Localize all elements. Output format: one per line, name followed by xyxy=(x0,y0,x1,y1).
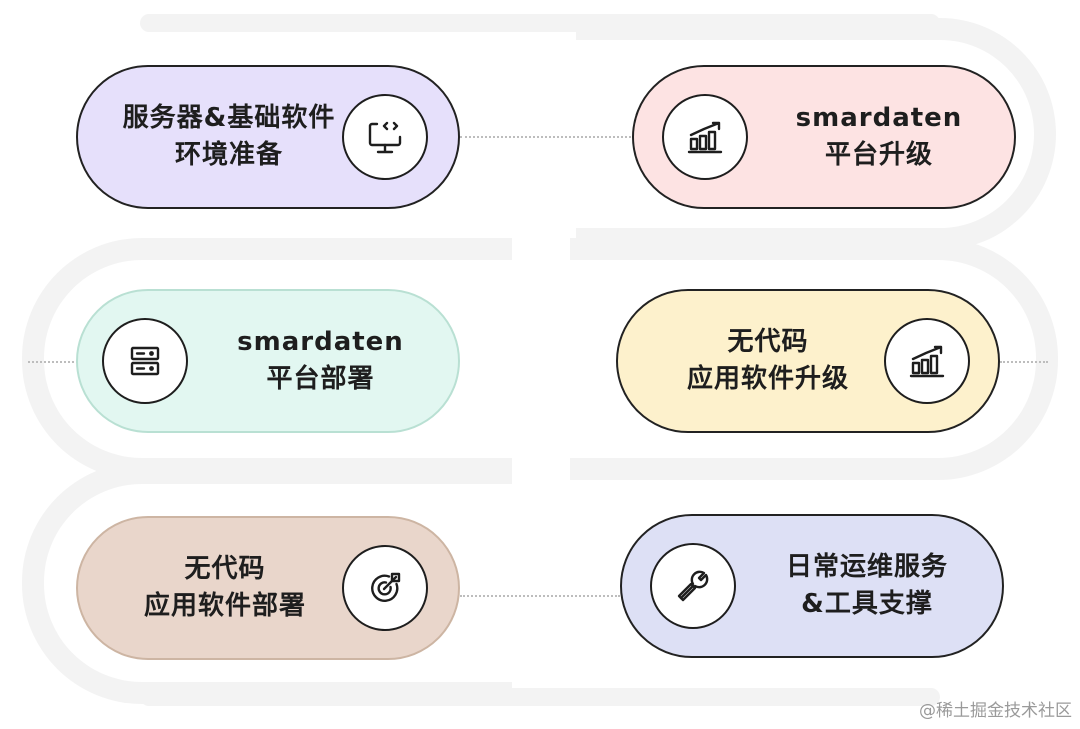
step-server-env-pill: 服务器&基础软件 环境准备 xyxy=(76,65,460,209)
watermark: @稀土掘金技术社区 xyxy=(919,701,1072,721)
bar-chart-up-icon xyxy=(884,318,970,404)
connector-3-4 xyxy=(1000,361,1048,363)
step-server-env-line1: 服务器&基础软件 xyxy=(122,103,336,134)
step-platform-deploy-label: smardaten 平台部署 xyxy=(203,291,438,431)
step-nocode-upgrade-label: 无代码 应用软件升级 xyxy=(648,291,888,431)
step-nocode-deploy-pill: 无代码 应用软件部署 xyxy=(76,516,460,660)
wrench-icon xyxy=(650,543,736,629)
step-nocode-deploy-label: 无代码 应用软件部署 xyxy=(100,518,350,658)
step-platform-upgrade-pill: smardaten 平台升级 xyxy=(632,65,1016,209)
bar-chart-up-icon xyxy=(662,94,748,180)
step-nocode-upgrade-pill: 无代码 应用软件升级 xyxy=(616,289,1000,433)
connector-2-3 xyxy=(28,361,78,363)
step-nocode-upgrade-line2: 应用软件升级 xyxy=(686,364,849,394)
monitor-code-icon xyxy=(342,94,428,180)
step-server-env-line2: 环境准备 xyxy=(174,140,283,170)
step-platform-deploy-pill: smardaten 平台部署 xyxy=(76,289,460,433)
step-nocode-deploy-line2: 应用软件部署 xyxy=(143,591,306,621)
step-platform-upgrade-label: smardaten 平台升级 xyxy=(764,67,994,207)
step-platform-upgrade-line1: smardaten xyxy=(795,103,963,134)
step-platform-deploy-line2: 平台部署 xyxy=(266,364,375,394)
step-ops-support-line1: 日常运维服务 xyxy=(785,552,948,583)
track-right-loop-2 xyxy=(570,238,1058,480)
step-ops-support-pill: 日常运维服务 &工具支撑 xyxy=(620,514,1004,658)
step-platform-upgrade-line2: 平台升级 xyxy=(824,140,933,170)
step-ops-support-line2: &工具支撑 xyxy=(801,589,933,619)
target-arrow-icon xyxy=(342,545,428,631)
step-server-env-label: 服务器&基础软件 环境准备 xyxy=(104,67,354,207)
step-ops-support-label: 日常运维服务 &工具支撑 xyxy=(752,516,982,656)
step-nocode-deploy-line1: 无代码 xyxy=(184,554,266,585)
step-platform-deploy-line1: smardaten xyxy=(237,327,404,358)
step-nocode-upgrade-line1: 无代码 xyxy=(727,327,809,358)
track-bottom-bar xyxy=(140,688,940,706)
connector-1-2 xyxy=(460,136,635,138)
server-rack-icon xyxy=(102,318,188,404)
connector-5-6 xyxy=(460,595,620,597)
